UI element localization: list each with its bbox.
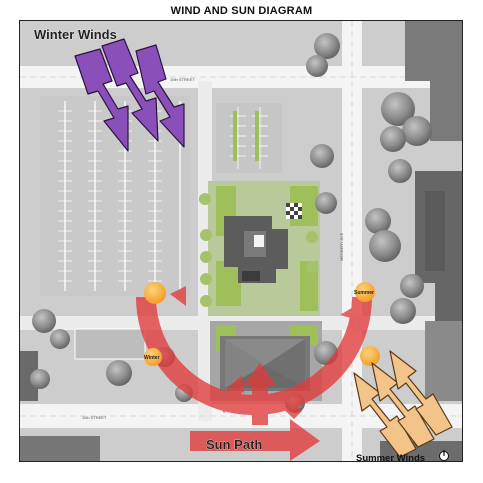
site-map: 10th STREET 11th STREET MEDBERY AVE Wint… — [19, 20, 463, 462]
winter-sun-label: Winter — [144, 355, 160, 361]
street-label-bottom: 11th STREET — [82, 415, 107, 420]
parking-lot-north — [216, 103, 282, 173]
summer-sun-label: Summer — [354, 290, 374, 296]
winter-winds-label: Winter Winds — [34, 27, 117, 42]
north-arrow-icon — [439, 450, 449, 461]
diagram-title: WIND AND SUN DIAGRAM — [170, 5, 313, 17]
summer-wind-arrows — [353, 350, 453, 458]
buildings — [20, 21, 462, 461]
sun-markers — [144, 282, 380, 366]
sun-path-label: Sun Path — [206, 437, 262, 452]
sun-path-arc — [136, 286, 372, 461]
winter-wind-arrows — [74, 38, 185, 152]
avenue-label: MEDBERY AVE — [339, 232, 344, 261]
summer-winds-label: Summer Winds — [356, 453, 425, 461]
street-label-top: 10th STREET — [170, 77, 195, 82]
